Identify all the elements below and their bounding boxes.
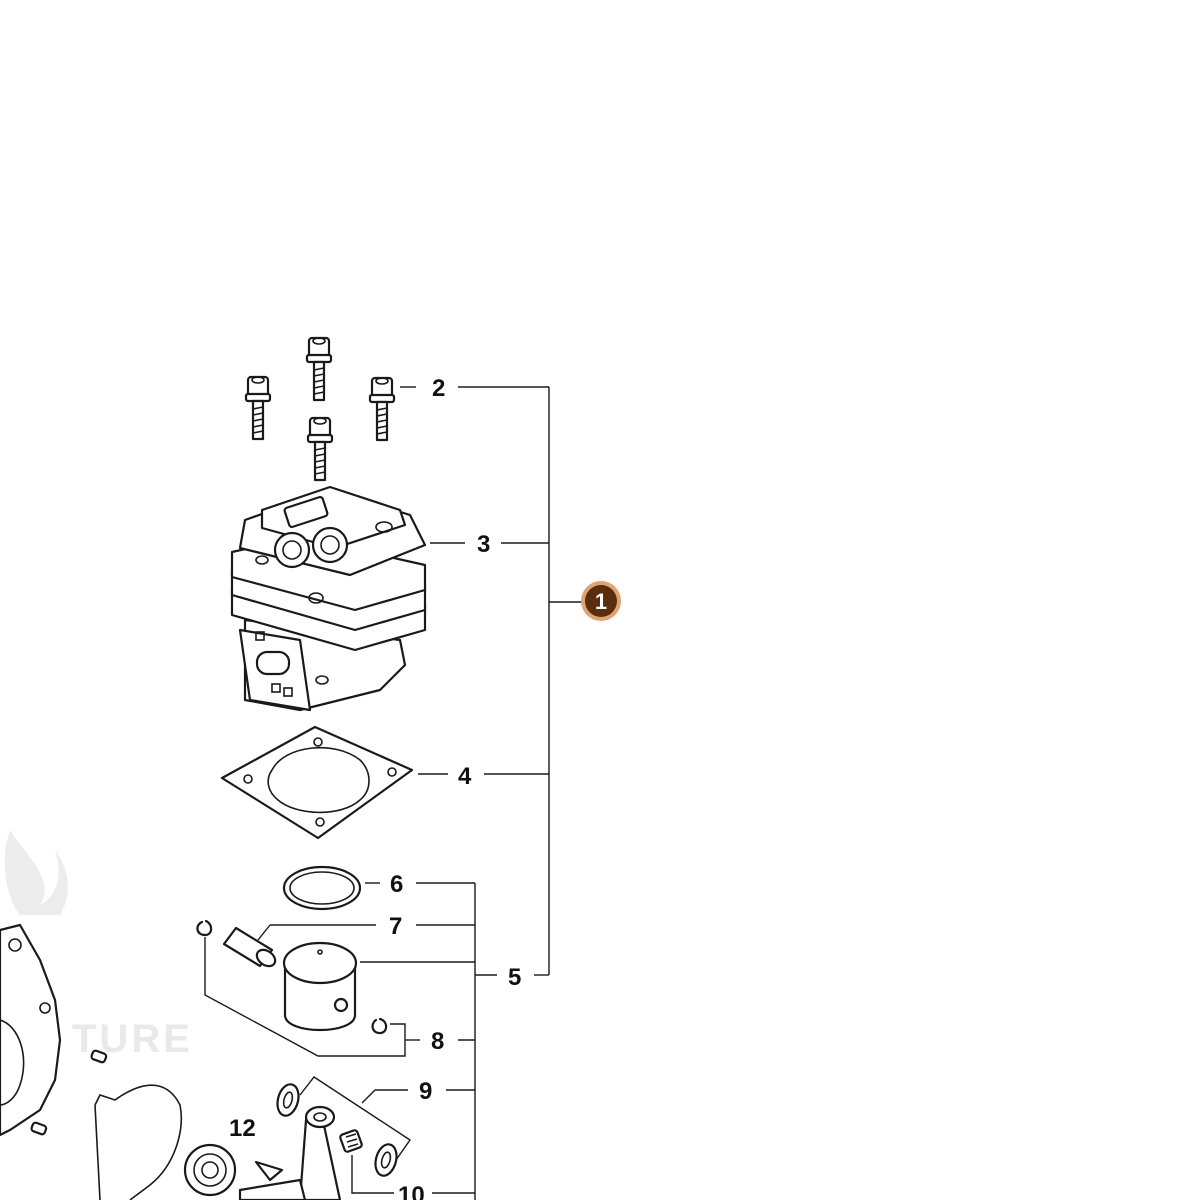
needle-bearing[interactable] — [339, 1129, 363, 1153]
bearing-washers[interactable] — [274, 1082, 400, 1178]
callout-labels: 2 3 4 5 6 7 8 9 10 12 — [229, 375, 521, 1200]
piston-ring[interactable] — [282, 865, 362, 911]
callout-4: 4 — [458, 763, 472, 790]
piston[interactable] — [282, 941, 358, 1031]
assembly-badge-label: 1 — [595, 589, 607, 614]
piston-pin[interactable] — [222, 926, 278, 969]
circlip-left[interactable] — [196, 919, 213, 937]
woodruff-key[interactable] — [254, 1160, 284, 1182]
connecting-rod[interactable] — [298, 1105, 342, 1200]
crankcase[interactable] — [0, 923, 62, 1137]
watermark-text: TURE — [72, 1017, 193, 1061]
crankcase-gasket[interactable] — [94, 1084, 182, 1200]
callout-6: 6 — [390, 871, 403, 898]
callout-10: 10 — [398, 1182, 425, 1200]
circlip-right[interactable] — [371, 1017, 388, 1035]
callout-8: 8 — [431, 1028, 444, 1055]
crank-bearing[interactable] — [183, 1143, 307, 1200]
cylinder[interactable] — [230, 485, 427, 712]
leader-lines — [204, 386, 582, 1200]
cylinder-gasket[interactable] — [220, 725, 414, 840]
dowel-pins[interactable] — [30, 1049, 108, 1136]
screw[interactable] — [305, 336, 333, 402]
callout-12: 12 — [229, 1115, 256, 1142]
assembly-badge[interactable]: 1 — [581, 581, 621, 621]
callout-5: 5 — [508, 964, 521, 991]
callout-7: 7 — [389, 913, 402, 940]
screw[interactable] — [306, 416, 334, 482]
callout-3: 3 — [477, 531, 490, 558]
screw[interactable] — [368, 376, 396, 442]
screw[interactable] — [244, 375, 272, 441]
callout-9: 9 — [419, 1078, 432, 1105]
callout-2: 2 — [432, 375, 445, 402]
cylinder-screws[interactable] — [244, 336, 396, 482]
